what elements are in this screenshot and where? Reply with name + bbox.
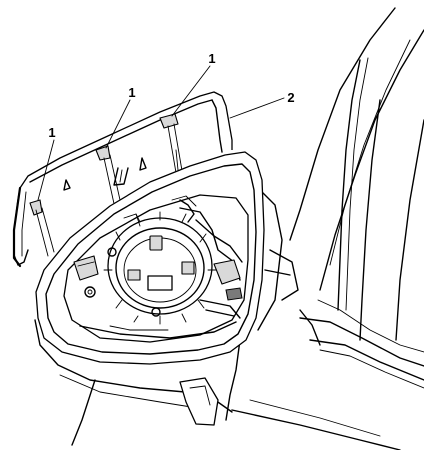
callout-leaders	[37, 65, 285, 201]
mirror-housing	[34, 189, 283, 446]
callout-label-1-right: 1	[208, 51, 215, 66]
vehicle-door-frame	[231, 7, 424, 450]
mirror-glass-panel	[12, 91, 233, 268]
callout-label-2: 2	[287, 90, 294, 105]
callout-label-1-center: 1	[128, 85, 135, 100]
callout-label-1-left: 1	[48, 125, 55, 140]
mirror-actuator	[63, 194, 249, 343]
